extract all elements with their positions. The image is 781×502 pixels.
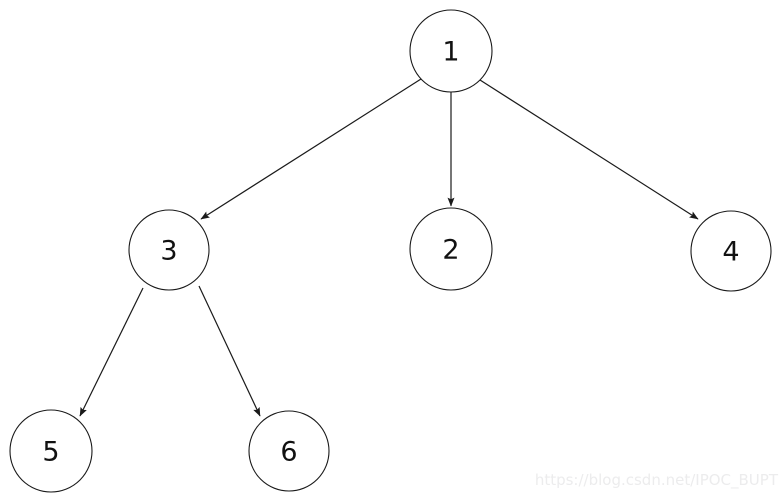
edges-group bbox=[79, 78, 699, 417]
tree-node-2[interactable]: 2 bbox=[409, 207, 493, 291]
node-circle-4[interactable] bbox=[690, 210, 772, 292]
tree-node-3[interactable]: 3 bbox=[128, 209, 210, 291]
edge-n3-to-n5 bbox=[79, 287, 144, 417]
node-label-2: 2 bbox=[442, 235, 459, 266]
edge-n1-to-n3 bbox=[200, 78, 422, 220]
node-label-6: 6 bbox=[280, 437, 297, 468]
node-circle-5[interactable] bbox=[9, 409, 93, 493]
node-label-4: 4 bbox=[722, 237, 739, 268]
nodes-group: 1 3 2 4 5 6 bbox=[9, 9, 772, 493]
tree-node-1[interactable]: 1 bbox=[409, 9, 493, 93]
node-label-1: 1 bbox=[442, 37, 459, 68]
node-circle-1[interactable] bbox=[409, 9, 493, 93]
node-label-5: 5 bbox=[42, 437, 59, 468]
edge-n1-to-n4 bbox=[479, 79, 699, 220]
tree-node-4[interactable]: 4 bbox=[690, 210, 772, 292]
edge-n3-to-n6 bbox=[198, 285, 261, 417]
watermark-label: https://blog.csdn.net/IPOC_BUPT bbox=[535, 471, 779, 490]
node-label-3: 3 bbox=[160, 236, 177, 267]
node-circle-6[interactable] bbox=[248, 410, 330, 492]
tree-node-5[interactable]: 5 bbox=[9, 409, 93, 493]
tree-node-6[interactable]: 6 bbox=[248, 410, 330, 492]
node-circle-2[interactable] bbox=[409, 207, 493, 291]
node-circle-3[interactable] bbox=[128, 209, 210, 291]
